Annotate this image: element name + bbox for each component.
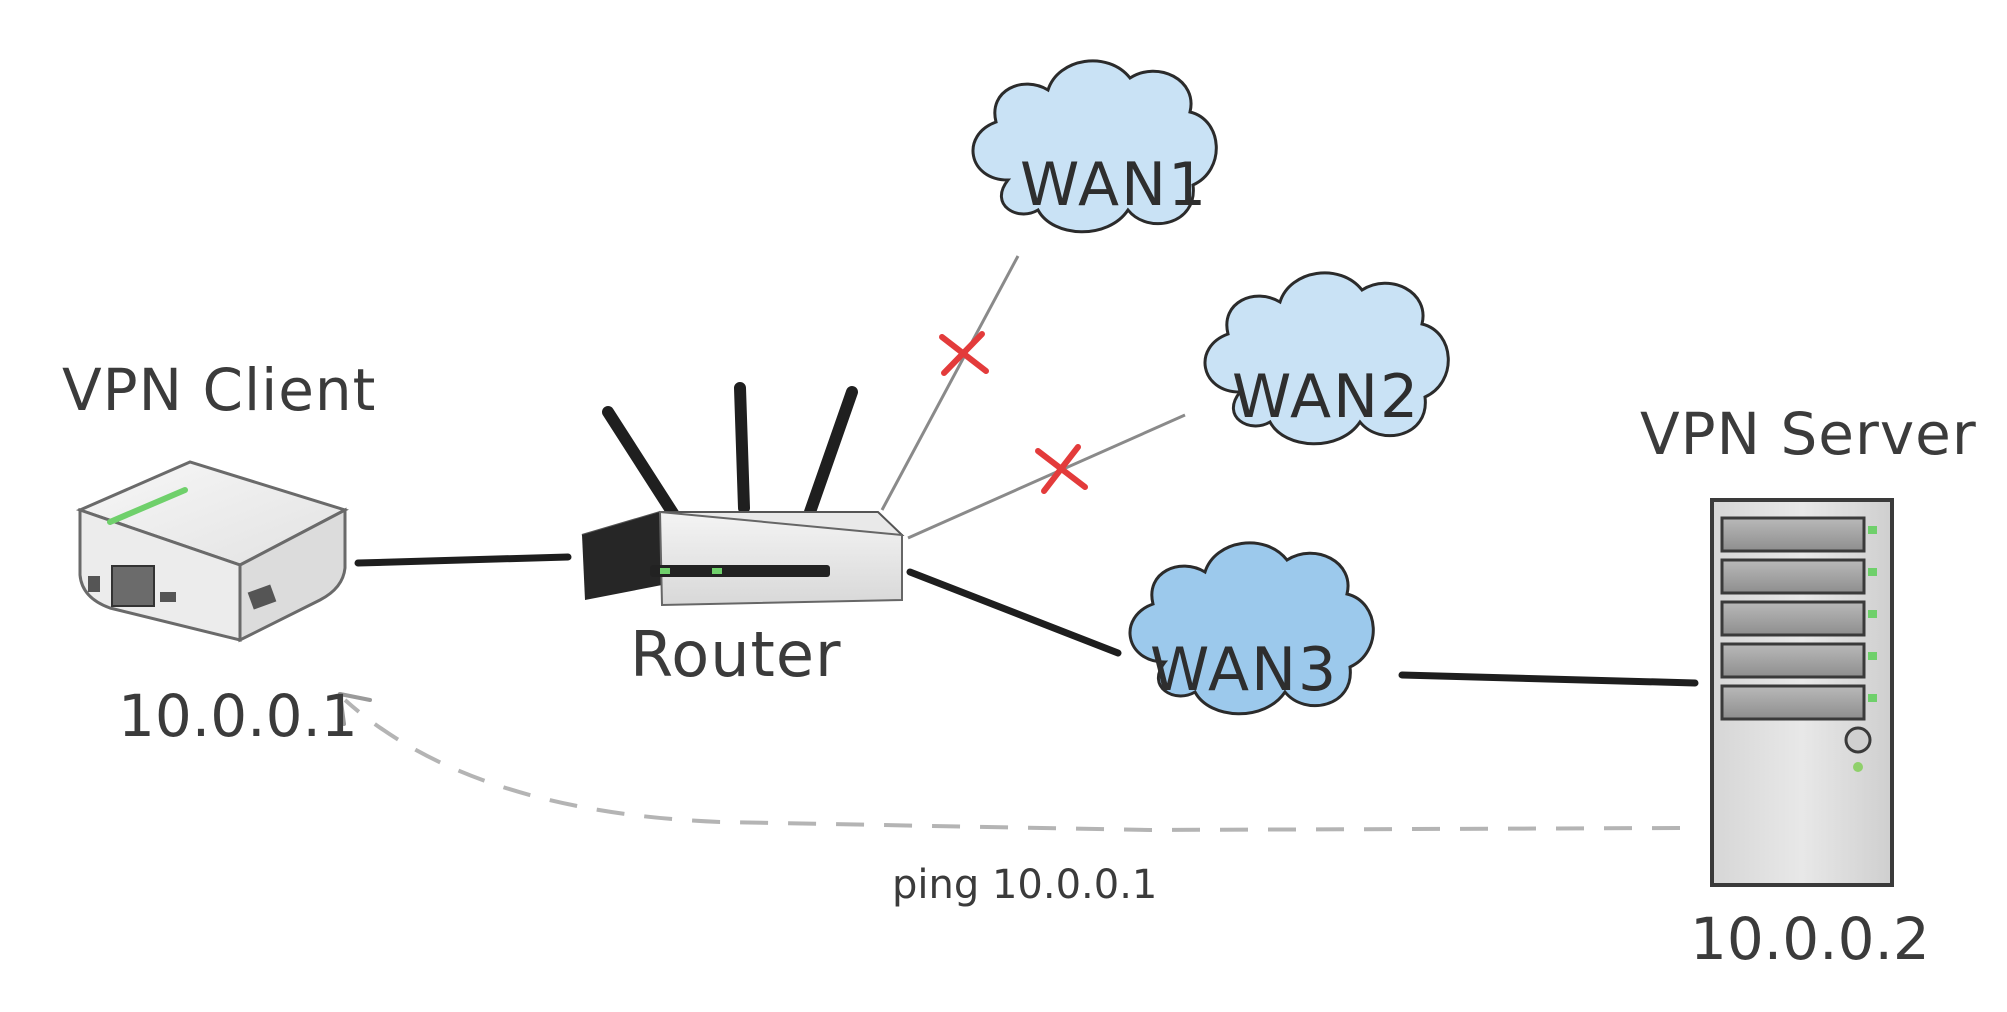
server-power-button-icon	[1844, 726, 1872, 754]
wan1-cloud-icon	[971, 59, 1218, 234]
wan2-cloud-icon	[1203, 271, 1450, 446]
wan3-label: WAN3	[1150, 635, 1339, 705]
ping-path	[343, 698, 1681, 833]
vpn-client-device-icon	[75, 460, 349, 643]
wan2-label: WAN2	[1232, 362, 1421, 432]
link-wan3-server	[1398, 671, 1699, 687]
server-power-led-icon	[1853, 762, 1863, 772]
vpn-server-ip: 10.0.0.2	[1690, 905, 1930, 973]
wan3-cloud-icon	[1128, 541, 1375, 716]
failure-mark-wan1	[939, 331, 989, 376]
vpn-client-title: VPN Client	[62, 356, 377, 424]
ping-label: ping 10.0.0.1	[892, 862, 1158, 908]
link-router-wan1	[880, 255, 1020, 511]
wan1-label: WAN1	[1020, 150, 1209, 220]
failure-mark-wan2	[1035, 444, 1088, 494]
vpn-client-ip: 10.0.0.1	[118, 682, 358, 750]
server-drive-bays	[1720, 516, 1877, 721]
link-router-wan3	[906, 568, 1122, 657]
router-device-icon	[581, 382, 905, 607]
link-client-router	[354, 553, 572, 567]
vpn-server-title: VPN Server	[1640, 400, 1977, 468]
link-router-wan2	[907, 413, 1186, 540]
ping-arrowhead	[338, 692, 372, 726]
router-label: Router	[630, 618, 842, 691]
vpn-server-device-icon	[1710, 498, 1894, 887]
